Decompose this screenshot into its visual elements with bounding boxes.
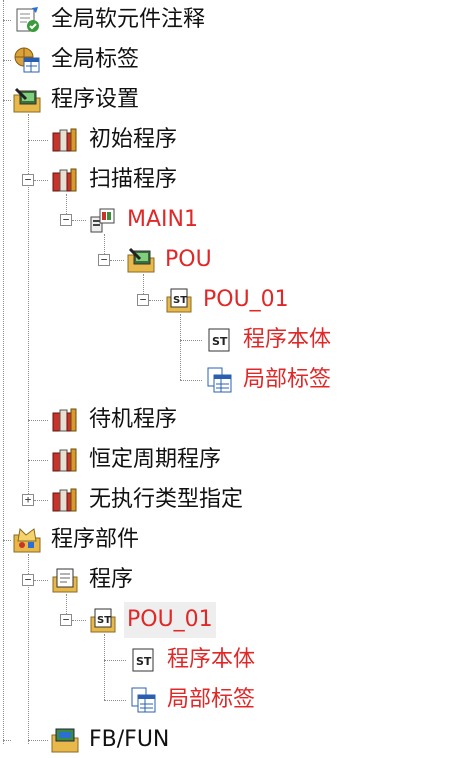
collapse-toggle-pou-01[interactable]: − xyxy=(137,294,149,306)
tree-item-pou-01[interactable]: ST POU_01 xyxy=(164,282,292,318)
tree-line xyxy=(28,140,48,141)
collapse-toggle-program[interactable]: − xyxy=(22,574,34,586)
tree-item-fixed-cycle-program[interactable]: 恒定周期程序 xyxy=(50,442,224,478)
st-block-icon: ST xyxy=(88,605,118,635)
svg-text:ST: ST xyxy=(173,295,187,306)
program-book-icon xyxy=(50,125,80,155)
tree-item-label: POU xyxy=(165,247,212,272)
tree-line xyxy=(3,100,11,101)
tree-line xyxy=(3,60,11,61)
tree-item-label: 无执行类型指定 xyxy=(89,487,244,512)
tree-line xyxy=(3,0,4,744)
label-table-icon xyxy=(128,685,158,715)
collapse-toggle-pou-01-parts[interactable]: − xyxy=(60,614,72,626)
st-document-icon: ST xyxy=(128,645,158,675)
label-table-icon xyxy=(204,365,234,395)
tree-item-program[interactable]: 程序 xyxy=(50,562,136,598)
globe-label-icon xyxy=(12,45,42,75)
tree-item-label: 恒定周期程序 xyxy=(89,447,222,472)
tree-item-local-labels[interactable]: 局部标签 xyxy=(204,362,334,398)
tree-line xyxy=(3,20,11,21)
tree-item-local-labels-parts[interactable]: 局部标签 xyxy=(128,682,258,718)
expand-toggle-no-execution-type[interactable]: + xyxy=(22,494,34,506)
tree-item-scan-program[interactable]: 扫描程序 xyxy=(50,162,180,198)
tree-item-label: 待机程序 xyxy=(89,407,178,432)
tree-item-program-parts[interactable]: 程序部件 xyxy=(12,522,142,558)
document-check-icon xyxy=(12,5,42,35)
tree-item-global-comments[interactable]: 全局软元件注释 xyxy=(12,2,208,38)
tree-item-standby-program[interactable]: 待机程序 xyxy=(50,402,180,438)
tree-item-program-body-parts[interactable]: ST 程序本体 xyxy=(128,642,258,678)
tree-line xyxy=(110,260,124,261)
tree-item-label: 程序部件 xyxy=(51,527,140,552)
tree-line xyxy=(72,220,86,221)
tree-item-label: 初始程序 xyxy=(89,127,178,152)
tree-item-label: MAIN1 xyxy=(127,207,198,232)
tree-item-label: POU_01 xyxy=(124,602,216,638)
tree-line xyxy=(143,274,144,294)
parts-folder-icon xyxy=(12,525,42,555)
pou-folder-icon xyxy=(126,245,156,275)
tree-line xyxy=(66,594,67,614)
tree-line xyxy=(66,194,67,214)
collapse-toggle-pou[interactable]: − xyxy=(98,254,110,266)
tree-line xyxy=(72,620,86,621)
tree-line xyxy=(104,234,105,254)
tree-line xyxy=(149,300,163,301)
tree-line xyxy=(3,540,11,541)
svg-text:ST: ST xyxy=(97,615,111,626)
program-file-icon xyxy=(88,205,118,235)
program-book-icon xyxy=(50,165,80,195)
svg-text:ST: ST xyxy=(212,335,228,348)
tree-item-label: 程序本体 xyxy=(167,647,256,672)
program-book-icon xyxy=(50,405,80,435)
tree-line xyxy=(34,500,48,501)
tree-line xyxy=(180,340,202,341)
tree-item-fb-fun[interactable]: FB/FUN xyxy=(50,722,172,758)
tree-item-label: FB/FUN xyxy=(89,727,170,752)
tree-item-no-execution-type[interactable]: 无执行类型指定 xyxy=(50,482,246,518)
collapse-toggle-scan-program[interactable]: − xyxy=(22,174,34,186)
tree-item-label: 程序本体 xyxy=(243,327,332,352)
tree-item-label: 局部标签 xyxy=(167,687,256,712)
tree-item-label: 程序 xyxy=(89,567,134,592)
tree-line xyxy=(104,634,105,700)
program-book-icon xyxy=(50,445,80,475)
tree-line xyxy=(28,420,48,421)
tree-line xyxy=(28,740,48,741)
tree-item-label: 程序设置 xyxy=(51,87,140,112)
st-block-icon: ST xyxy=(164,285,194,315)
tree-item-label: POU_01 xyxy=(203,287,289,312)
tree-line xyxy=(34,180,48,181)
tree-item-main1[interactable]: MAIN1 xyxy=(88,202,201,238)
tree-item-global-labels[interactable]: 全局标签 xyxy=(12,42,142,78)
tree-line xyxy=(3,740,11,741)
collapse-toggle-main1[interactable]: − xyxy=(60,214,72,226)
tree-item-initial-program[interactable]: 初始程序 xyxy=(50,122,180,158)
st-document-icon: ST xyxy=(204,325,234,355)
tree-item-pou[interactable]: POU xyxy=(126,242,215,278)
program-book-icon xyxy=(50,485,80,515)
tree-item-program-body[interactable]: ST 程序本体 xyxy=(204,322,334,358)
tree-line xyxy=(28,114,29,500)
tree-line xyxy=(180,314,181,380)
fb-fun-icon xyxy=(50,725,80,755)
tree-line xyxy=(34,580,48,581)
svg-text:ST: ST xyxy=(136,655,152,668)
tree-item-label: 局部标签 xyxy=(243,367,332,392)
program-settings-icon xyxy=(12,85,42,115)
tree-item-program-settings[interactable]: 程序设置 xyxy=(12,82,142,118)
tree-line xyxy=(180,380,202,381)
tree-item-label: 扫描程序 xyxy=(89,167,178,192)
tree-line xyxy=(28,460,48,461)
tree-item-label: 全局软元件注释 xyxy=(51,7,206,32)
tree-line xyxy=(28,554,29,744)
pou-folder-icon xyxy=(50,565,80,595)
tree-line xyxy=(104,700,126,701)
tree-item-label: 全局标签 xyxy=(51,47,140,72)
tree-item-pou-01-parts[interactable]: ST POU_01 xyxy=(88,602,216,638)
tree-line xyxy=(104,660,126,661)
